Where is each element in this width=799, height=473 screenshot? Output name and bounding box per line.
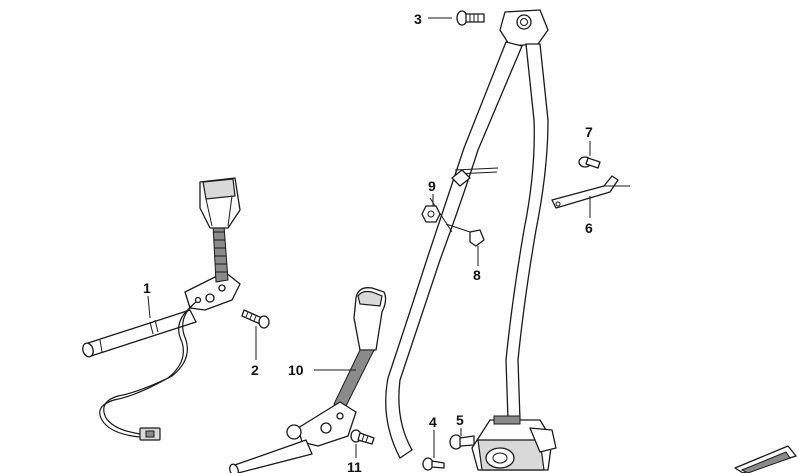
callout-8: 8 — [473, 267, 481, 283]
callout-3: 3 — [414, 11, 422, 27]
part-10-buckle — [229, 287, 387, 473]
callout-6: 6 — [585, 220, 593, 236]
part-11-bolt — [350, 429, 375, 445]
part-6-bracket — [551, 175, 630, 209]
part-7-screw — [578, 156, 601, 169]
callout-10: 10 — [288, 362, 304, 378]
part-8-clip — [469, 229, 485, 247]
leader-lines — [147, 17, 591, 458]
callout-2: 2 — [251, 362, 259, 378]
callout-9: 9 — [428, 178, 436, 194]
part-2-bolt — [241, 309, 270, 329]
callout-4: 4 — [429, 414, 437, 430]
part-9-nut — [421, 205, 441, 223]
callout-1: 1 — [143, 280, 151, 296]
symbol-icon — [734, 445, 797, 473]
callout-5: 5 — [456, 412, 464, 428]
part-5-bolt — [449, 434, 475, 450]
part-1-buckle-assembly — [82, 177, 241, 441]
belt-webbing — [385, 9, 549, 459]
belt-retractor — [471, 415, 557, 471]
callout-labels: 1 2 3 4 5 6 7 8 9 10 11 — [143, 11, 593, 473]
callout-11: 11 — [347, 459, 362, 473]
part-3-bolt — [456, 10, 485, 26]
part-4-bolt — [422, 457, 445, 471]
callout-7: 7 — [585, 124, 593, 140]
